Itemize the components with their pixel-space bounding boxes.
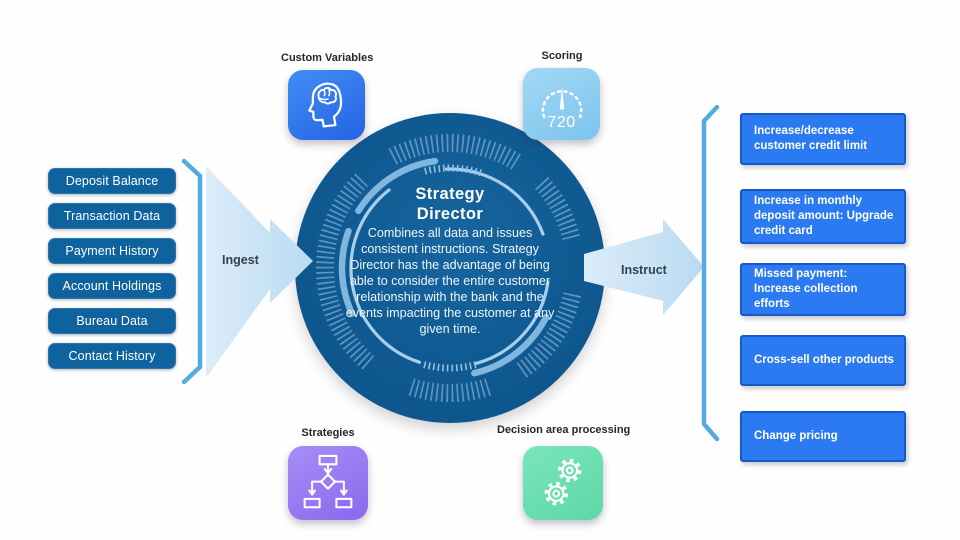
ingest-label: Ingest [222,253,259,267]
scoring-label: Scoring [541,50,583,62]
output-box: Change pricing [740,411,906,462]
input-box: Payment History [48,238,176,264]
score-value: 720 [547,114,576,131]
output-box: Cross-sell other products [740,335,906,386]
circle-description: Combines all data and issues consistent … [345,226,555,336]
input-box-label: Deposit Balance [65,174,159,188]
output-box-label: Change pricing [754,429,838,442]
output-box: Increase in monthly deposit amount: Upgr… [740,189,906,244]
circle-title: Strategy Director [415,185,485,223]
input-box: Transaction Data [48,203,176,229]
output-box: Increase/decrease customer credit limit [740,113,906,165]
decision-processing-label: Decision area processing [497,424,631,436]
flowchart-icon [303,454,353,509]
custom-variables-label: Custom Variables [281,52,374,64]
strategies-label: Strategies [301,427,355,439]
input-box: Deposit Balance [48,168,176,194]
input-box-label: Account Holdings [62,279,162,293]
strategies-tile [288,446,368,520]
input-box: Bureau Data [48,308,176,334]
input-box: Account Holdings [48,273,176,299]
output-box-label: Cross-sell other products [754,353,894,366]
input-box-label: Contact History [68,349,156,363]
left-bracket [181,158,203,385]
output-box-label: Missed payment: Increase collection effo… [754,267,858,311]
input-box: Contact History [48,343,176,369]
gears-icon [544,458,582,506]
brain-head-icon [307,82,342,128]
custom-variables-tile [288,70,365,140]
dial-micro-ticks [421,164,482,372]
decision-processing-tile [523,446,603,520]
output-box-label: Increase/decrease customer credit limit [754,124,868,152]
output-box: Missed payment: Increase collection effo… [740,263,906,316]
scoring-tile: 720 [523,68,600,140]
input-box-label: Bureau Data [76,314,148,328]
input-box-label: Payment History [65,244,159,258]
dial-medium-arcs [338,157,550,377]
input-box-label: Transaction Data [63,209,161,223]
right-bracket [701,104,720,442]
instruct-label: Instruct [621,263,667,277]
strategy-director-circle: Strategy Director Combines all data and … [295,113,605,423]
output-box-label: Increase in monthly deposit amount: Upgr… [754,194,894,238]
gauge-icon [541,86,582,119]
dial-ticks [315,133,582,402]
dial-decoration [315,133,582,402]
